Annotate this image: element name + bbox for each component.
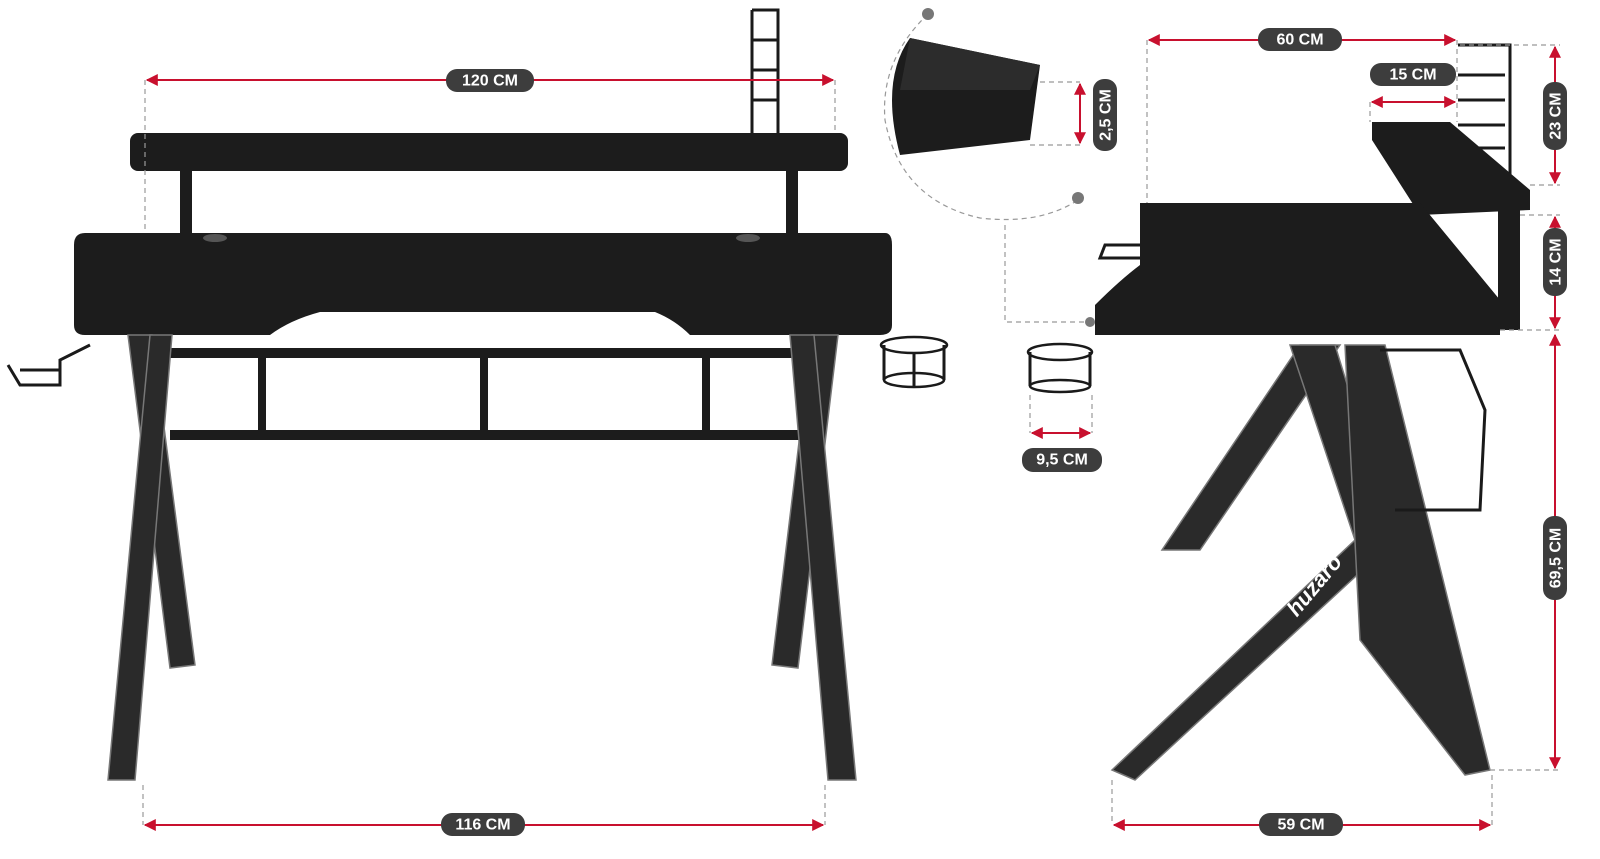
cable-tray — [1380, 348, 1487, 512]
svg-text:59 CM: 59 CM — [1277, 817, 1324, 834]
dimension-label-14: 14 CM — [1543, 228, 1567, 296]
cup-holder-side — [1026, 342, 1094, 394]
cup-holder — [879, 335, 949, 389]
headphone-stand — [750, 8, 780, 138]
svg-text:14 CM: 14 CM — [1548, 238, 1565, 285]
frame-bar-top — [165, 348, 805, 358]
frame-bar-bottom — [170, 430, 800, 440]
monitor-shelf — [130, 133, 848, 171]
cable-grommet-left — [203, 234, 227, 242]
desktop-side — [1095, 203, 1500, 335]
shelf-support-left — [180, 171, 192, 233]
svg-text:23 CM: 23 CM — [1548, 92, 1565, 139]
shelf-support-side — [1498, 210, 1520, 330]
dimension-label-59: 59 CM — [1259, 813, 1343, 836]
svg-text:2,5 CM: 2,5 CM — [1098, 89, 1115, 141]
side-leg-front — [1344, 344, 1491, 776]
edge-thickness-detail — [883, 8, 1095, 327]
svg-text:60 CM: 60 CM — [1276, 32, 1323, 49]
headphone-hook — [6, 343, 91, 387]
leg-front-right — [789, 334, 857, 781]
svg-text:69,5 CM: 69,5 CM — [1548, 528, 1565, 588]
dimension-label-60: 60 CM — [1258, 28, 1342, 51]
cable-grommet-right — [736, 234, 760, 242]
dimension-label-23: 23 CM — [1543, 82, 1567, 150]
svg-text:120 CM: 120 CM — [462, 73, 518, 90]
leg-front-left — [107, 334, 173, 781]
monitor-shelf-side — [1372, 122, 1530, 215]
dimension-label-69-5: 69,5 CM — [1543, 516, 1567, 600]
dimension-label-116: 116 CM — [441, 813, 525, 836]
svg-text:9,5 CM: 9,5 CM — [1036, 452, 1088, 469]
side-view-desk: huzaro — [1026, 43, 1530, 781]
dimension-label-2-5: 2,5 CM — [1093, 79, 1117, 151]
shelf-support-right — [786, 171, 798, 233]
svg-text:116 CM: 116 CM — [455, 817, 510, 834]
headphone-hook-side — [1097, 243, 1140, 260]
dimension-label-9-5: 9,5 CM — [1022, 448, 1102, 472]
front-view-desk — [6, 8, 949, 781]
desktop — [74, 233, 892, 335]
svg-text:15 CM: 15 CM — [1389, 67, 1436, 84]
dimension-label-15: 15 CM — [1370, 63, 1456, 86]
dimension-label-120: 120 CM — [446, 69, 534, 92]
